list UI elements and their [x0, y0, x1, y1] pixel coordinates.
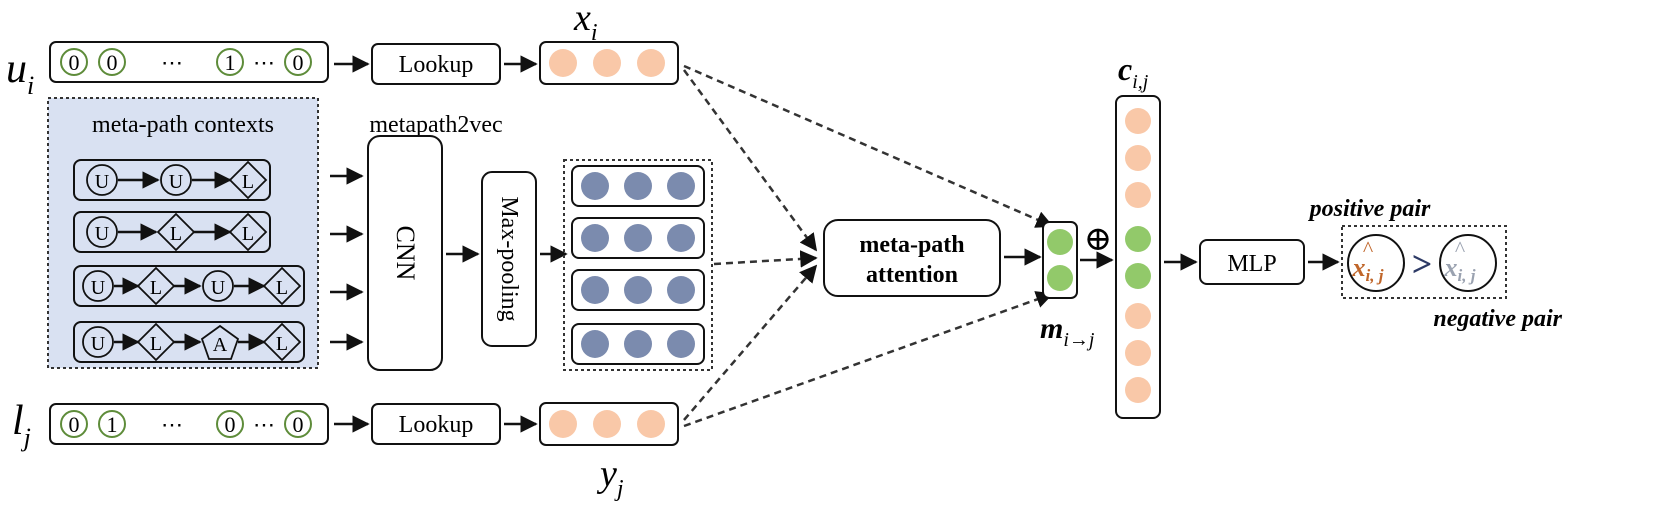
- svg-text:0: 0: [69, 50, 80, 75]
- m-vector-unit: [1047, 265, 1073, 291]
- svg-text:1: 1: [107, 412, 118, 437]
- cnn-label: CNN: [391, 226, 420, 281]
- svg-text:0: 0: [225, 412, 236, 437]
- output-pair-box: [1341, 225, 1507, 299]
- meta-path-4: U L A L: [73, 321, 305, 363]
- cnn-box: [367, 135, 443, 371]
- c-vector-unit: [1125, 340, 1151, 366]
- location-label-lj: lj: [12, 398, 31, 452]
- c-vector-unit: [1125, 182, 1151, 208]
- user-one-hot-first: 0: [60, 48, 88, 76]
- meta-path-attention-box: [823, 219, 1001, 297]
- c-vector-unit: [1125, 263, 1151, 289]
- svg-text:L: L: [150, 277, 162, 299]
- svg-text:U: U: [169, 171, 184, 193]
- svg-text:U: U: [91, 333, 106, 355]
- dashed-arrow-y-to-m: [683, 291, 1054, 428]
- user-one-hot-second: 0: [98, 48, 126, 76]
- user-one-hot-ellipsis-1: ⋯: [161, 50, 183, 75]
- y-embedding-unit: [637, 410, 665, 438]
- svg-text:L: L: [276, 277, 288, 299]
- user-lookup-box: [371, 43, 501, 85]
- location-lookup-label: Lookup: [399, 412, 474, 438]
- svg-text:U: U: [95, 223, 110, 245]
- positive-pair-label: positive pair: [1308, 196, 1431, 222]
- greater-than-symbol: >: [1412, 244, 1433, 284]
- meta-path-1: U U L: [73, 159, 271, 201]
- svg-text:L: L: [150, 333, 162, 355]
- positive-score-node: ^ xi, j: [1347, 234, 1405, 292]
- dashed-arrow-features-to-attention: [713, 250, 818, 268]
- max-pooling-box: [481, 171, 537, 347]
- c-vector-unit: [1125, 108, 1151, 134]
- location-one-hot-first: 0: [60, 410, 88, 438]
- svg-text:xi, j: xi, j: [1352, 253, 1384, 285]
- c-vector-unit: [1125, 303, 1151, 329]
- svg-text:U: U: [91, 277, 106, 299]
- meta-path-attention-label-line2: attention: [866, 262, 958, 288]
- svg-text:xi, j: xi, j: [1444, 253, 1476, 285]
- svg-text:0: 0: [293, 50, 304, 75]
- c-vector-unit: [1125, 145, 1151, 171]
- svg-text:U: U: [95, 171, 110, 193]
- svg-text:1: 1: [225, 50, 236, 75]
- location-one-hot-ellipsis-2: ⋯: [253, 412, 275, 437]
- location-lookup-box: [371, 403, 501, 445]
- svg-text:L: L: [242, 223, 254, 245]
- c-vector-label: ci,j: [1118, 51, 1149, 93]
- svg-text:^: ^: [1455, 236, 1466, 261]
- meta-path-contexts-title: meta-path contexts: [92, 112, 274, 138]
- y-embedding-label: yj: [596, 453, 624, 502]
- svg-text:L: L: [170, 223, 182, 245]
- meta-path-attention-label-line1: meta-path: [859, 232, 964, 258]
- user-one-hot-ellipsis-2: ⋯: [253, 50, 275, 75]
- meta-path-feature-vector: [571, 217, 705, 259]
- user-lookup-label: Lookup: [399, 52, 474, 78]
- x-embedding-unit: [593, 49, 621, 77]
- x-embedding-label: xi: [573, 0, 598, 46]
- svg-text:U: U: [211, 277, 226, 299]
- m-vector-unit: [1047, 229, 1073, 255]
- meta-path-feature-vector: [571, 323, 705, 365]
- y-embedding-unit: [593, 410, 621, 438]
- x-embedding-unit: [549, 49, 577, 77]
- c-vector-box: [1115, 95, 1161, 419]
- svg-text:0: 0: [107, 50, 118, 75]
- location-one-hot-ellipsis-1: ⋯: [161, 412, 183, 437]
- location-one-hot-last: 0: [284, 410, 312, 438]
- svg-text:L: L: [242, 171, 254, 193]
- svg-text:0: 0: [293, 412, 304, 437]
- svg-text:A: A: [213, 334, 228, 356]
- svg-text:0: 0: [69, 412, 80, 437]
- location-one-hot-hot-bit: 0: [216, 410, 244, 438]
- y-embedding-unit: [549, 410, 577, 438]
- m-vector-label: mi→j: [1040, 312, 1095, 351]
- user-one-hot-last: 0: [284, 48, 312, 76]
- svg-text:^: ^: [1363, 236, 1374, 261]
- negative-score-node: ^ xi, j: [1439, 234, 1497, 292]
- meta-path-3: U L U L: [73, 265, 305, 307]
- meta-path-features-group: [563, 159, 713, 371]
- meta-path-feature-vector: [571, 269, 705, 311]
- dashed-arrow-x-to-m: [683, 64, 1054, 228]
- dashed-arrow-y-to-attention: [683, 264, 818, 421]
- dashed-arrow-x-to-attention: [682, 69, 818, 252]
- user-label: ui: [6, 46, 34, 100]
- metapath2vec-label: metapath2vec: [369, 112, 502, 138]
- svg-text:L: L: [276, 333, 288, 355]
- user-one-hot-hot-bit: 1: [216, 48, 244, 76]
- x-embedding-unit: [637, 49, 665, 77]
- location-one-hot-second: 1: [98, 410, 126, 438]
- negative-pair-label: negative pair: [1433, 306, 1562, 332]
- c-vector-unit: [1125, 226, 1151, 252]
- meta-path-feature-vector: [571, 165, 705, 207]
- c-vector-unit: [1125, 377, 1151, 403]
- mlp-box: [1199, 239, 1305, 285]
- meta-path-2: U L L: [73, 211, 271, 253]
- mlp-label: MLP: [1227, 251, 1276, 277]
- max-pooling-label: Max-pooling: [496, 196, 522, 321]
